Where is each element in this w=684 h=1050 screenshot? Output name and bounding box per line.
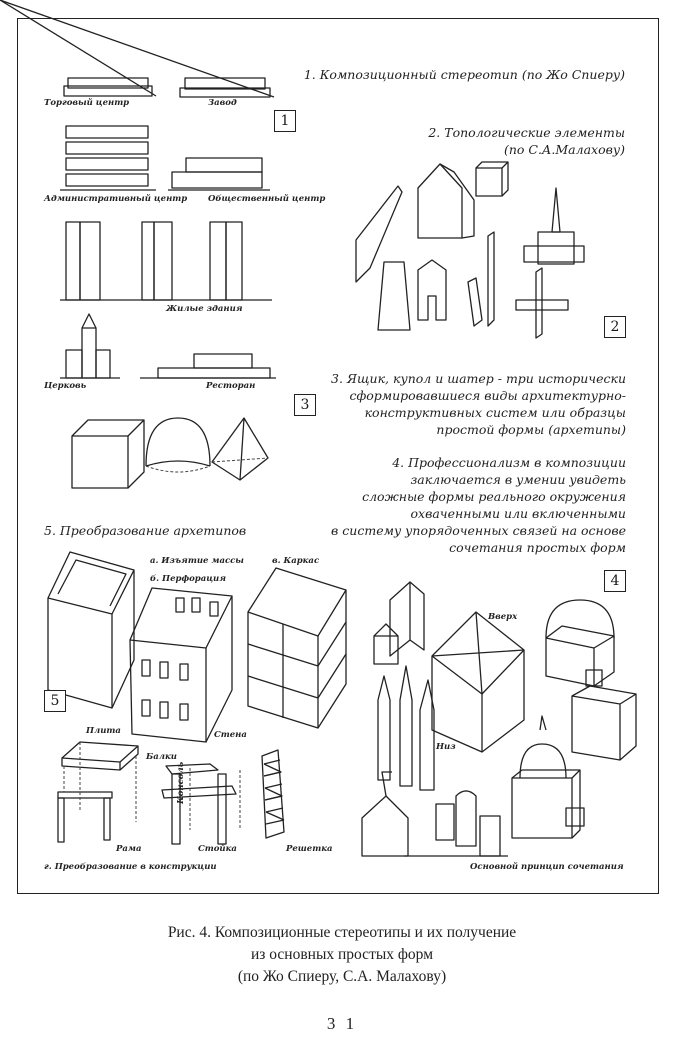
panel-number-3: 3 bbox=[294, 394, 316, 416]
church-building bbox=[60, 314, 120, 378]
heading-2-line-1: 2. Топологические элементы bbox=[380, 124, 625, 141]
heading-4-line-2: заключается в умении увидеть bbox=[320, 471, 626, 488]
label-church: Церковь bbox=[44, 381, 86, 391]
heading-1: 1. Композиционный стереотип (по Жо Спиер… bbox=[300, 66, 625, 83]
label-admin-center: Административный центр bbox=[44, 194, 187, 204]
construction-lattice bbox=[262, 750, 284, 838]
heading-3-line-4: простой формы (архетипы) bbox=[320, 421, 626, 438]
dome-on-cube bbox=[546, 600, 636, 760]
construction-frame bbox=[58, 742, 138, 842]
label-slab: Плита bbox=[86, 726, 121, 736]
archetype-dome bbox=[146, 418, 210, 472]
heading-4-line-6: сочетания простых форм bbox=[320, 539, 626, 556]
figure-caption: Рис. 4. Композиционные стереотипы и их п… bbox=[0, 922, 684, 988]
label-up: Вверх bbox=[488, 612, 517, 622]
panel-number-1: 1 bbox=[274, 110, 296, 132]
panel-number-4: 4 bbox=[604, 570, 626, 592]
label-beams: Балки bbox=[146, 752, 177, 762]
trade-center-building bbox=[0, 0, 156, 96]
label-combination-principle: Основной принцип сочетания bbox=[470, 862, 624, 872]
label-down: Низ bbox=[436, 742, 456, 752]
restaurant-building bbox=[140, 354, 276, 378]
heading-4-line-5: в систему упорядоченных связей на основе bbox=[300, 522, 626, 539]
label-wall: Стена bbox=[214, 730, 247, 740]
public-center-building bbox=[168, 158, 270, 190]
dome-cathedral bbox=[512, 716, 584, 838]
heading-5: 5. Преобразование архетипов bbox=[44, 522, 284, 539]
label-to-construction: г. Преобразование в конструкции bbox=[44, 862, 217, 872]
label-trade-center: Торговый центр bbox=[44, 98, 129, 108]
label-mass-removal: а. Изъятие массы bbox=[150, 556, 244, 566]
factory-building bbox=[0, 0, 274, 97]
residential-towers bbox=[60, 222, 272, 300]
label-restaurant: Ресторан bbox=[206, 381, 255, 391]
label-perforation: б. Перфорация bbox=[150, 574, 226, 584]
page-number: 3 1 bbox=[0, 1014, 684, 1034]
construction-console bbox=[162, 764, 240, 844]
central-pyramid-box bbox=[432, 612, 524, 752]
panel-number-2: 2 bbox=[604, 316, 626, 338]
frame-box bbox=[248, 568, 346, 728]
label-lattice: Решетка bbox=[286, 844, 332, 854]
panel-number-5: 5 bbox=[44, 690, 66, 712]
archetype-box bbox=[72, 420, 144, 488]
label-residential: Жилые здания bbox=[166, 304, 243, 314]
admin-center-building bbox=[60, 126, 156, 190]
hollow-box bbox=[48, 552, 134, 708]
church-complex bbox=[362, 772, 508, 856]
heading-3-line-1: 3. Ящик, купол и шатер - три исторически bbox=[320, 370, 626, 387]
caption-line-1: Рис. 4. Композиционные стереотипы и их п… bbox=[0, 922, 684, 944]
caption-line-2: из основных простых форм bbox=[0, 944, 684, 966]
castle-cluster bbox=[374, 582, 434, 790]
perforated-box bbox=[130, 588, 232, 742]
label-factory: Завод bbox=[208, 98, 237, 108]
heading-4-line-4: охваченными или включенными bbox=[320, 505, 626, 522]
heading-4-line-1: 4. Профессионализм в композиции bbox=[320, 454, 626, 471]
label-post: Стойка bbox=[198, 844, 237, 854]
archetype-tent bbox=[212, 418, 268, 480]
heading-4-line-3: сложные формы реального окружения bbox=[320, 488, 626, 505]
heading-3-line-2: сформировавшиеся виды архитектурно- bbox=[320, 387, 626, 404]
heading-3-line-3: конструктивных систем или образцы bbox=[320, 404, 626, 421]
label-frame: в. Каркас bbox=[272, 556, 319, 566]
label-console: Консоль bbox=[176, 762, 186, 804]
label-public-center: Общественный центр bbox=[208, 194, 325, 204]
label-rama: Рама bbox=[116, 844, 142, 854]
heading-2-line-2: (по С.А.Малахову) bbox=[380, 141, 625, 158]
caption-line-3: (по Жо Спиеру, С.А. Малахову) bbox=[0, 966, 684, 988]
topological-elements bbox=[356, 162, 584, 338]
